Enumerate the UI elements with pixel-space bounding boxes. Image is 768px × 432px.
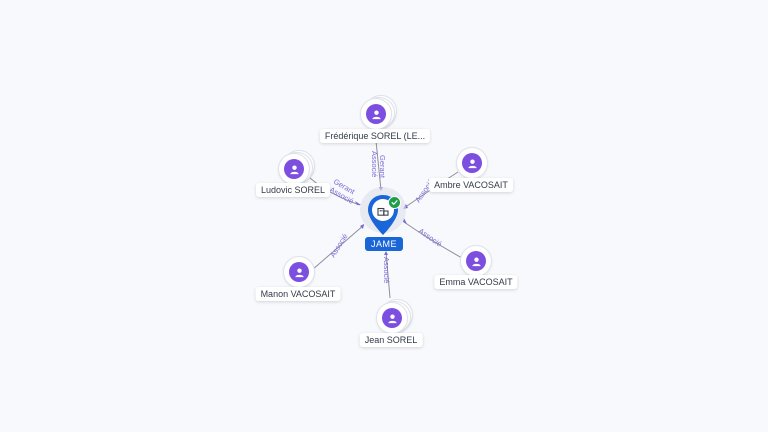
link-frederique <box>375 140 382 191</box>
link-jean <box>385 251 391 299</box>
person-name-emma[interactable]: Emma VACOSAIT <box>434 275 518 289</box>
user-icon <box>284 159 304 179</box>
verified-check-icon <box>388 196 401 209</box>
company-name-label[interactable]: JAME <box>364 237 404 251</box>
person-name-manon[interactable]: Manon VACOSAIT <box>255 287 341 301</box>
person-name-jean[interactable]: Jean SOREL <box>359 333 423 347</box>
arrow-ludovic <box>355 201 361 205</box>
arrow-emma <box>403 218 407 224</box>
link-ludovic <box>309 177 361 206</box>
company-node[interactable] <box>360 187 406 239</box>
rel-label-manon: Associé <box>328 232 350 259</box>
link-emma <box>403 221 463 259</box>
rel-label-frederique-1: Gerant <box>378 155 387 179</box>
user-icon <box>366 104 386 124</box>
rel-label-emma: Associé <box>417 226 444 248</box>
link-manon <box>311 224 365 271</box>
arrow-jean <box>384 251 388 255</box>
person-name-frederique[interactable]: Frédérique SOREL (LE... <box>319 129 431 143</box>
user-icon <box>466 251 486 271</box>
building-icon <box>377 207 389 216</box>
person-name-ambre[interactable]: Ambre VACOSAIT <box>429 178 513 192</box>
rel-label-jean: Associé <box>382 257 391 283</box>
rel-label-frederique-2: Associé <box>370 151 379 177</box>
user-icon <box>462 153 482 173</box>
arrow-manon <box>360 224 364 229</box>
user-icon <box>289 262 309 282</box>
person-name-ludovic[interactable]: Ludovic SOREL <box>255 183 331 197</box>
user-icon <box>382 308 402 328</box>
